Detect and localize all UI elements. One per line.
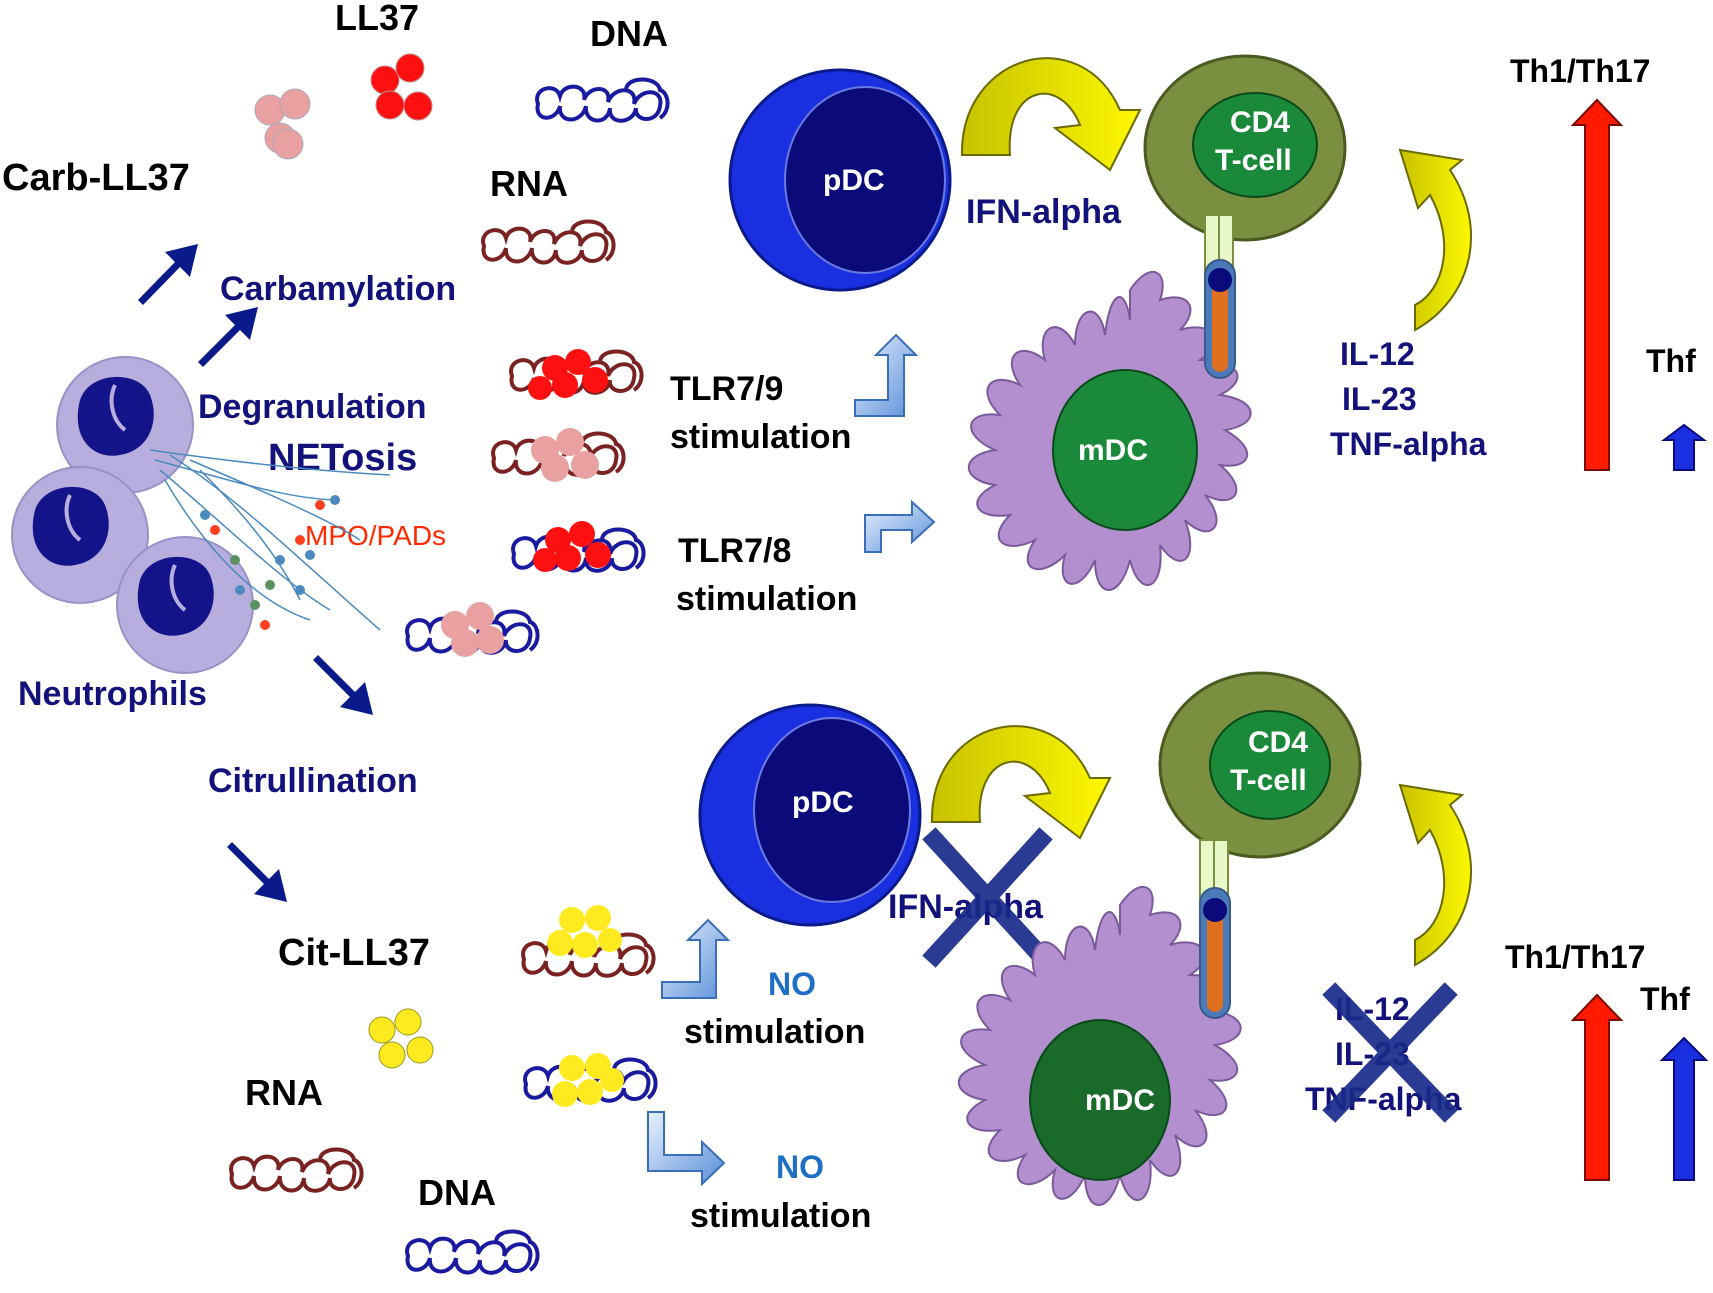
dna-strand-top	[535, 77, 670, 123]
citrullination-label: Citrullination	[208, 762, 418, 800]
rna-label-bottom: RNA	[245, 1072, 323, 1113]
no-stimulation-arrow-2	[647, 1111, 726, 1187]
thf-label-top: Thf	[1646, 343, 1696, 379]
cd4-tcell-top	[1143, 54, 1347, 242]
tlr78-arrow	[864, 499, 936, 553]
rna-carb-ll37-complex	[491, 428, 626, 482]
tlr78-label-line2: stimulation	[676, 580, 857, 618]
stimulation-label-bottom-1: stimulation	[684, 1013, 865, 1051]
citrullination-arrow-2	[227, 842, 287, 902]
no-stimulation-arrow-1	[661, 918, 731, 999]
th1-th17-label-bottom: Th1/Th17	[1505, 939, 1645, 975]
mdc-cell-bottom	[957, 885, 1242, 1206]
ifn-yellow-arrow-bottom	[930, 725, 1112, 840]
net-granules	[200, 495, 340, 630]
cd4-label-bottom-line2: T-cell	[1230, 764, 1307, 797]
rna-strand-top	[481, 219, 616, 265]
dna-label-bottom: DNA	[418, 1172, 496, 1213]
mdc-label-top: mDC	[1078, 434, 1148, 467]
citrullination-arrow-1	[313, 655, 373, 715]
cd4-label-top-line1: CD4	[1230, 106, 1290, 139]
rna-label-top: RNA	[490, 163, 568, 204]
pdc-label-bottom: pDC	[792, 786, 854, 819]
rna-strand-bottom	[229, 1147, 364, 1193]
mdc-label-bottom: mDC	[1085, 1084, 1155, 1117]
dna-strand-bottom	[405, 1229, 540, 1275]
tlr79-label-line2: stimulation	[670, 418, 851, 456]
th1-th17-label-top: Th1/Th17	[1510, 53, 1650, 89]
cit-ll37-particles	[368, 1008, 434, 1069]
stimulation-label-bottom-2: stimulation	[690, 1197, 871, 1235]
thf-label-bottom: Thf	[1640, 981, 1690, 1017]
cd4-tcell-bottom	[1158, 671, 1362, 859]
neutrophil-1	[56, 356, 194, 494]
pdc-cell-bottom	[698, 703, 922, 927]
mpo-pads-label: MPO/PADs	[305, 520, 446, 551]
ifn-alpha-label-top: IFN-alpha	[966, 193, 1122, 231]
pdc-label-top: pDC	[823, 164, 885, 197]
ll37-label: LL37	[335, 0, 419, 38]
degranulation-label: Degranulation	[198, 388, 427, 426]
tlr78-label-line1: TLR7/8	[678, 532, 791, 570]
carb-ll37-particles	[254, 88, 311, 160]
mdc-cell-top	[967, 270, 1252, 591]
net-fibers	[149, 449, 391, 631]
carbamylation-arrow-1	[138, 244, 198, 305]
il23-label-top: IL-23	[1342, 381, 1417, 417]
cd4-label-bottom-line1: CD4	[1248, 726, 1308, 759]
dna-cit-ll37-complex	[523, 1053, 658, 1107]
il12-label-top: IL-12	[1340, 336, 1415, 372]
cytokines-blocked-cross	[1322, 982, 1458, 1123]
carb-ll37-label: Carb-LL37	[2, 157, 190, 199]
pdc-cell-top	[728, 68, 952, 292]
netosis-label: NETosis	[268, 437, 417, 479]
no-label-1: NO	[768, 966, 816, 1002]
cit-ll37-label: Cit-LL37	[278, 932, 430, 974]
cytokine-yellow-arrow-bottom	[1398, 783, 1472, 967]
dna-label-top: DNA	[590, 13, 668, 54]
tlr79-label-line1: TLR7/9	[670, 370, 783, 408]
tcr-mhc-top	[1204, 214, 1236, 379]
thf-arrow-bottom	[1659, 1036, 1709, 1181]
dna-carb-ll37-complex	[405, 602, 540, 657]
tlr79-arrow	[854, 333, 919, 417]
dna-ll37-complex	[511, 521, 646, 573]
thf-arrow-top	[1661, 423, 1707, 471]
neutrophil-2	[11, 466, 149, 604]
tcr-mhc-bottom	[1199, 839, 1231, 1019]
ifn-blocked-cross	[922, 827, 1053, 968]
th1-th17-arrow-top	[1570, 98, 1624, 471]
th1-th17-arrow-bottom	[1570, 993, 1624, 1181]
ifn-yellow-arrow-top	[960, 57, 1142, 172]
cytokine-yellow-arrow-top	[1398, 148, 1472, 332]
cd4-label-top-line2: T-cell	[1215, 144, 1292, 177]
tnf-alpha-label-top: TNF-alpha	[1330, 426, 1487, 462]
carbamylation-arrow-2	[198, 307, 258, 367]
rna-ll37-complex	[509, 349, 644, 400]
neutrophil-3	[116, 536, 254, 674]
carbamylation-label: Carbamylation	[220, 270, 456, 308]
ll37-particles	[370, 53, 433, 121]
rna-cit-ll37-complex	[521, 905, 656, 978]
no-label-2: NO	[776, 1149, 824, 1185]
neutrophils-label: Neutrophils	[18, 675, 207, 713]
